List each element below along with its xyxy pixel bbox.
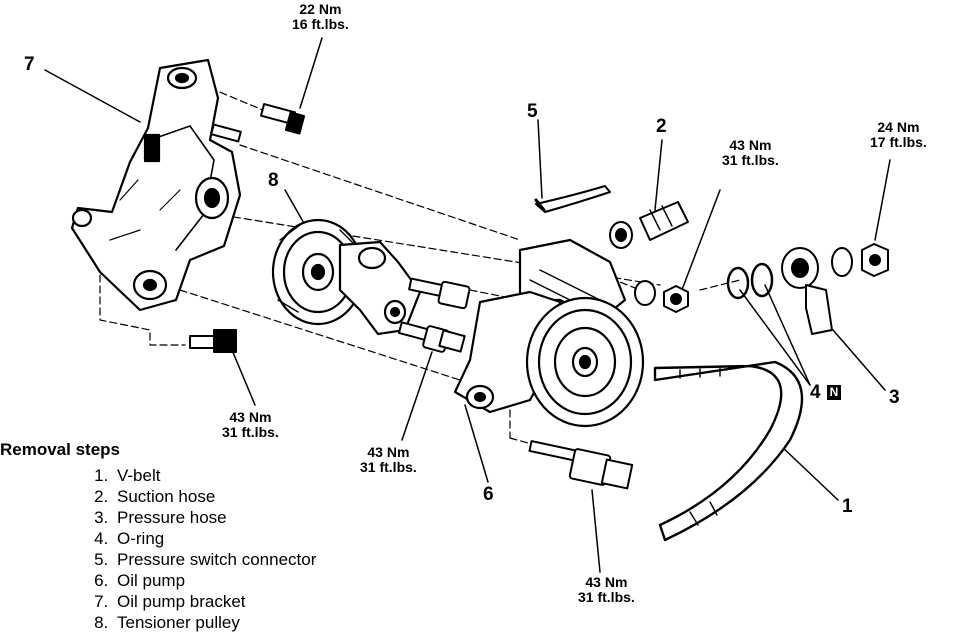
torque-nm: 22 Nm: [299, 1, 342, 17]
torque-nm: 24 Nm: [877, 119, 920, 135]
removal-step: O-ring: [113, 528, 316, 549]
removal-steps-title: Removal steps: [0, 440, 120, 459]
callout-7: 7: [24, 54, 35, 75]
o-rings: [726, 262, 774, 300]
bracket-bolt-lower: [189, 329, 237, 353]
pressure-switch: [528, 440, 634, 490]
pump-washer: [634, 280, 656, 306]
removal-step: Tensioner pulley: [113, 612, 316, 633]
removal-step: V-belt: [113, 465, 316, 486]
oil-pump-pulley: [525, 296, 645, 428]
removal-steps-list: V-belt Suction hose Pressure hose O-ring…: [0, 465, 316, 633]
pump-nut-43: [663, 285, 689, 313]
v-belt: [653, 360, 804, 542]
removal-steps: Removal steps V-belt Suction hose Pressu…: [0, 440, 316, 633]
torque-label-pump-nut: 43 Nm 31 ft.lbs.: [722, 138, 779, 168]
torque-nm: 43 Nm: [367, 444, 410, 460]
torque-nm: 43 Nm: [585, 574, 628, 590]
torque-ft: 31 ft.lbs.: [578, 589, 635, 605]
tensioner-pulley: [271, 218, 365, 326]
tensioner-bolt-upper: [408, 277, 471, 310]
callout-2: 2: [656, 116, 667, 137]
removal-step: Oil pump bracket: [113, 591, 316, 612]
callout-5: 5: [527, 101, 538, 122]
suction-hose-fitting: [609, 201, 689, 249]
pressure-hose-fitting: [781, 243, 889, 335]
torque-nm: 43 Nm: [229, 409, 272, 425]
torque-label-pressure-switch: 43 Nm 31 ft.lbs.: [578, 575, 635, 605]
removal-step: Oil pump: [113, 570, 316, 591]
torque-ft: 16 ft.lbs.: [292, 16, 349, 32]
bracket-stud: [210, 123, 242, 143]
bracket-bolt-top: [259, 103, 306, 135]
torque-ft: 31 ft.lbs.: [360, 459, 417, 475]
removal-step: Pressure switch connector: [113, 549, 316, 570]
torque-ft: 17 ft.lbs.: [870, 134, 927, 150]
torque-label-hose-nut: 24 Nm 17 ft.lbs.: [870, 120, 927, 150]
pressure-switch-connector: [534, 185, 611, 213]
torque-label-bracket-top: 22 Nm 16 ft.lbs.: [292, 2, 349, 32]
torque-label-tensioner: 43 Nm 31 ft.lbs.: [360, 445, 417, 475]
callout-1: 1: [842, 496, 853, 517]
removal-step: Pressure hose: [113, 507, 316, 528]
callout-8: 8: [268, 170, 279, 191]
non-reusable-badge: N: [826, 385, 842, 400]
callout-6: 6: [483, 484, 494, 505]
callout-4-number: 4: [810, 382, 821, 403]
oil-pump-bracket: [70, 58, 242, 312]
torque-ft: 31 ft.lbs.: [222, 424, 279, 440]
removal-step: Suction hose: [113, 486, 316, 507]
torque-nm: 43 Nm: [729, 137, 772, 153]
callout-3: 3: [889, 387, 900, 408]
torque-label-bracket-lower: 43 Nm 31 ft.lbs.: [222, 410, 279, 440]
torque-ft: 31 ft.lbs.: [722, 152, 779, 168]
tensioner-bolt-lower: [397, 321, 466, 353]
tensioner-arm: [338, 240, 422, 336]
